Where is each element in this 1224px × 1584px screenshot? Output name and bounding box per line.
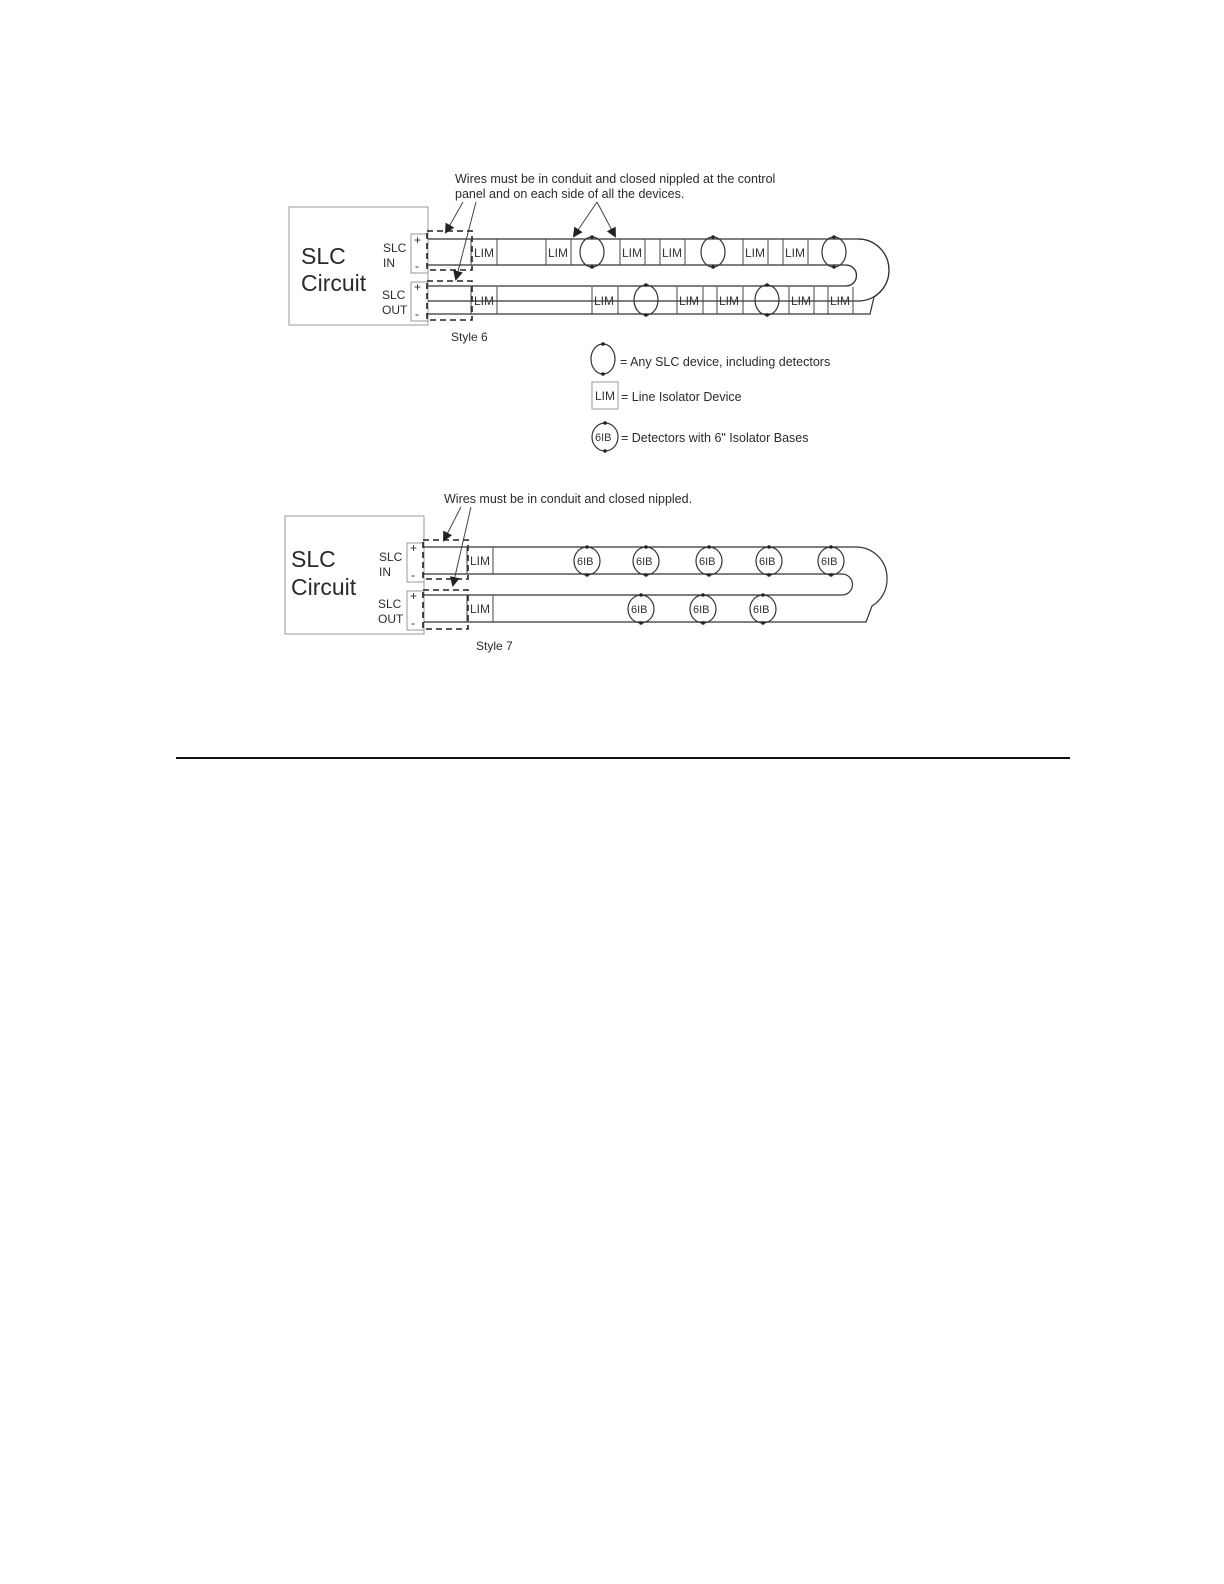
style7-bottom-row: LIM 6IB 6IB 6IB <box>466 593 777 625</box>
lim-device-label: LIM <box>548 246 568 260</box>
style6-out-minus: - <box>415 307 419 321</box>
lim-symbol <box>591 381 619 410</box>
style6-note-line1: Wires must be in conduit and closed nipp… <box>455 172 775 186</box>
lim-device-label: LIM <box>679 294 699 308</box>
isolator-base-label: 6IB <box>693 604 710 616</box>
lim-device-label: LIM <box>785 246 805 260</box>
style7-outer-wire <box>424 546 888 623</box>
slc-device <box>821 236 847 268</box>
style6-diagram: Wires must be in conduit and closed nipp… <box>288 172 890 344</box>
style6-caption: Style 6 <box>451 330 488 344</box>
style7-slc-in-label2: IN <box>379 565 391 579</box>
style6-slc-in-label2: IN <box>383 256 395 270</box>
legend-lim-box: LIM <box>595 389 615 403</box>
isolator-base-label: 6IB <box>821 556 838 568</box>
style6-arrow <box>572 201 598 238</box>
style7-slc-out-label: SLC <box>378 597 402 611</box>
style6-panel-title: SLC <box>301 243 346 269</box>
style7-arrow <box>443 506 462 542</box>
style6-in-terminal <box>410 233 429 274</box>
style6-arrow <box>596 201 616 238</box>
style7-arrow <box>449 506 472 587</box>
isolator-base-label: 6IB <box>631 604 648 616</box>
lim-device-label: LIM <box>474 294 494 308</box>
slc-device <box>754 284 780 316</box>
lim-device-label: LIM <box>594 294 614 308</box>
style7-panel-subtitle: Circuit <box>291 574 357 600</box>
legend-slc-device: = Any SLC device, including detectors <box>620 355 830 369</box>
style6-in-plus: + <box>414 233 421 247</box>
slc-device <box>579 236 605 268</box>
isolator-base-label: 6IB <box>753 604 770 616</box>
style6-panel-subtitle: Circuit <box>301 270 367 296</box>
style6-bottom-row: LIM LIM LIM LIM LIM LIM <box>470 283 854 317</box>
style7-in-minus: - <box>411 568 415 582</box>
style6-top-row: LIM LIM LIM LIM LIM LIM <box>470 235 847 269</box>
isolator-base-label: 6IB <box>699 556 716 568</box>
style7-top-row: LIM 6IB 6IB 6IB 6IB 6IB <box>466 545 845 577</box>
slc-device-symbol <box>590 343 616 375</box>
lim-device-label: LIM <box>474 246 494 260</box>
lim-device-label: LIM <box>830 294 850 308</box>
legend: = Any SLC device, including detectors LI… <box>590 342 830 453</box>
style7-in-plus: + <box>410 541 417 555</box>
lim-device-label: LIM <box>470 602 490 616</box>
style7-slc-in-label: SLC <box>379 550 403 564</box>
legend-6ib-desc: = Detectors with 6" Isolator Bases <box>621 431 809 445</box>
style7-out-minus: - <box>411 616 415 630</box>
style7-conduit-in <box>422 539 469 580</box>
style7-note: Wires must be in conduit and closed nipp… <box>444 492 692 506</box>
style7-out-terminal <box>406 590 425 631</box>
style6-conduit-in <box>426 230 473 271</box>
lim-device-label: LIM <box>719 294 739 308</box>
slc-device <box>700 236 726 268</box>
legend-6ib: 6IB <box>595 432 612 444</box>
isolator-base-label: 6IB <box>577 556 594 568</box>
style6-arrow <box>453 201 477 281</box>
lim-device-label: LIM <box>791 294 811 308</box>
style7-in-terminal <box>406 542 425 583</box>
isolator-base-label: 6IB <box>759 556 776 568</box>
style6-note-line2: panel and on each side of all the device… <box>455 187 684 201</box>
style7-control-panel <box>284 515 425 635</box>
style7-caption: Style 7 <box>476 639 513 653</box>
style6-slc-out-label2: OUT <box>382 303 408 317</box>
style6-in-minus: - <box>415 259 419 273</box>
style6-out-plus: + <box>414 280 421 294</box>
style6-inner-wire <box>428 264 858 287</box>
style7-out-plus: + <box>410 589 417 603</box>
slc-device <box>633 284 659 316</box>
style7-slc-out-label2: OUT <box>378 612 404 626</box>
legend-lim-desc: = Line Isolator Device <box>621 390 742 404</box>
lim-device-label: LIM <box>622 246 642 260</box>
style7-panel-title: SLC <box>291 546 336 572</box>
style6-control-panel <box>288 206 429 326</box>
style7-diagram: Wires must be in conduit and closed nipp… <box>284 492 888 653</box>
style6-slc-out-label: SLC <box>382 288 406 302</box>
style6-slc-in-label: SLC <box>383 241 407 255</box>
style6-arrow <box>445 201 464 234</box>
isolator-base-label: 6IB <box>636 556 653 568</box>
lim-device-label: LIM <box>470 554 490 568</box>
lim-device-label: LIM <box>662 246 682 260</box>
lim-device-label: LIM <box>745 246 765 260</box>
style7-inner-wire <box>424 573 854 596</box>
style7-conduit-out <box>422 589 469 630</box>
